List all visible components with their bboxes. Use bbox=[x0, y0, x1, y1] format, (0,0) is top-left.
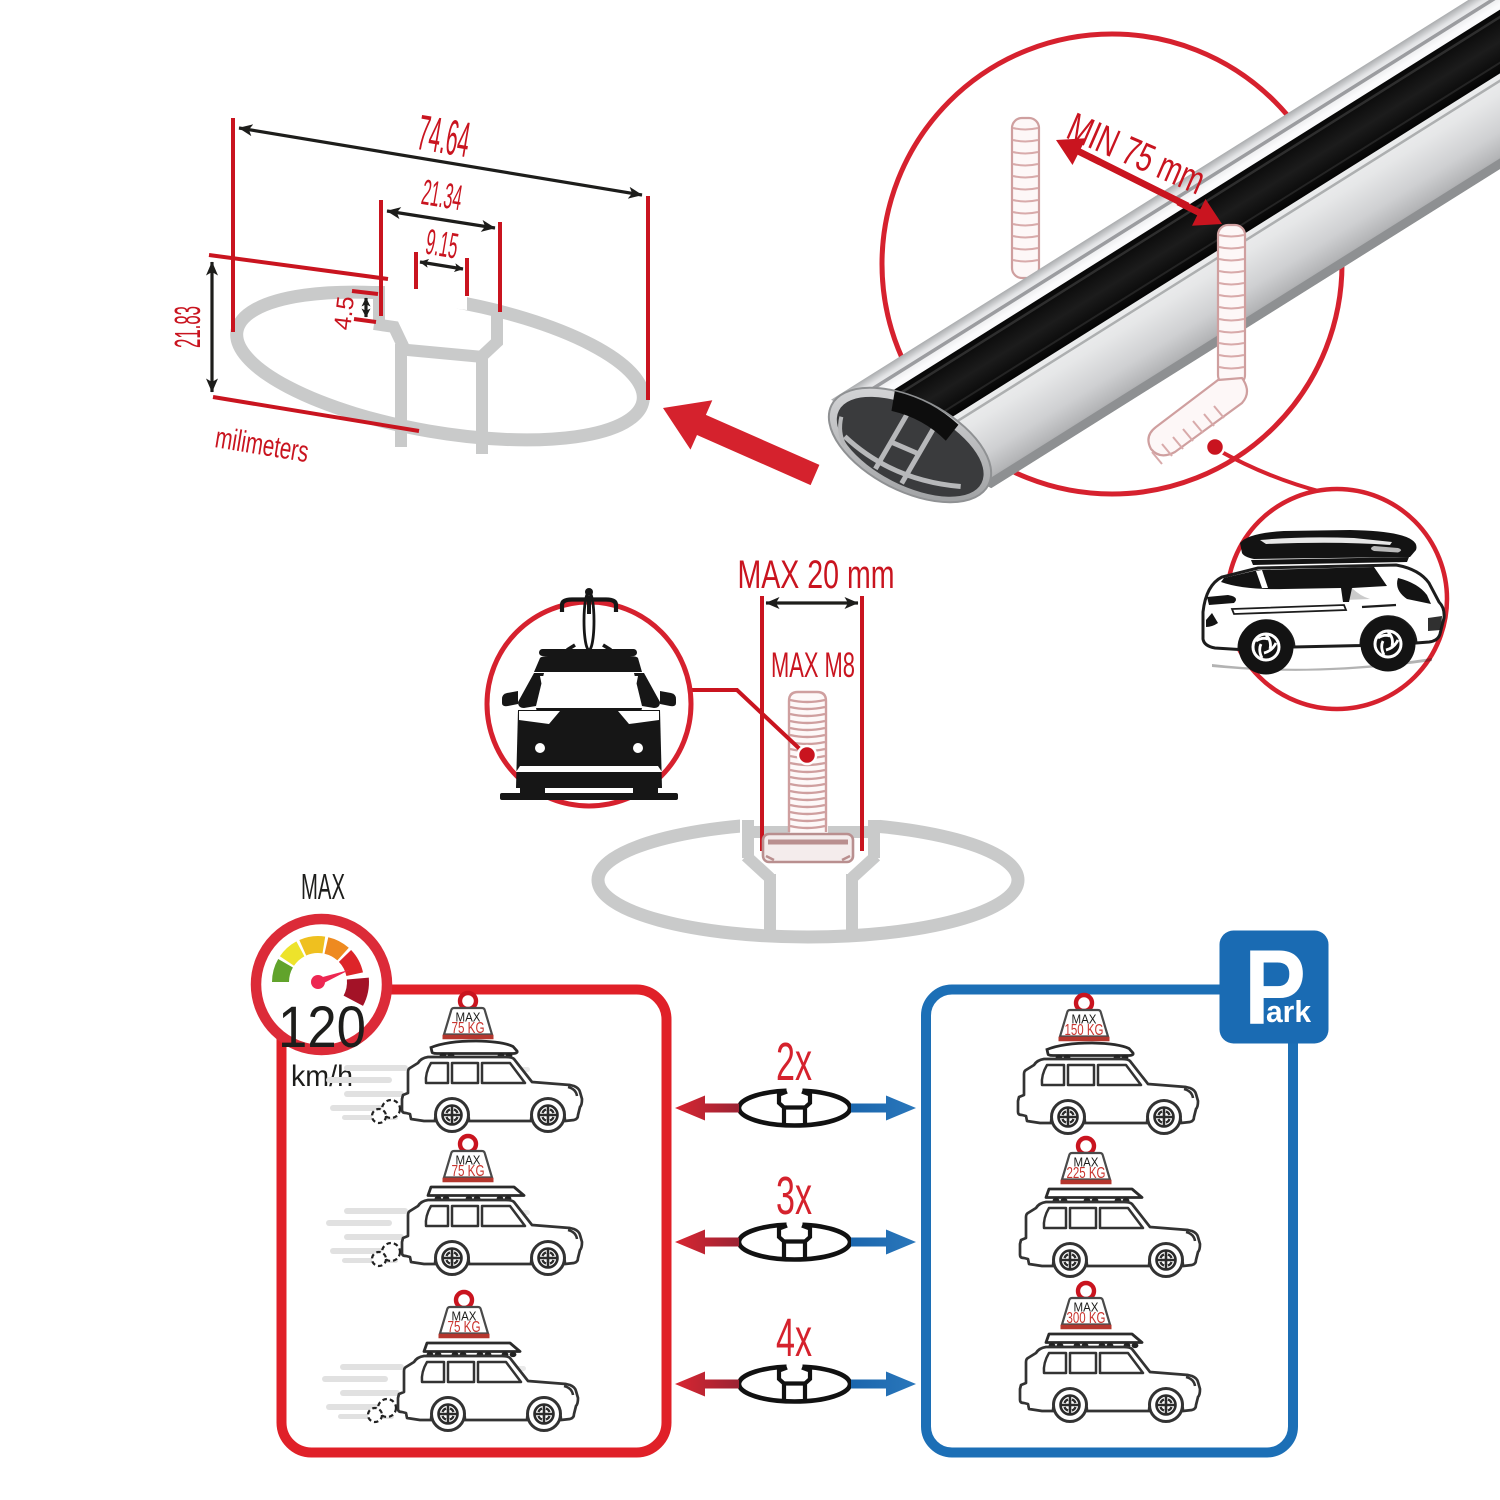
svg-text:2x: 2x bbox=[776, 1032, 812, 1092]
svg-text:MAX: MAX bbox=[456, 1153, 481, 1168]
svg-text:MAX: MAX bbox=[301, 866, 345, 907]
svg-text:MAX: MAX bbox=[1074, 1155, 1099, 1170]
svg-text:3x: 3x bbox=[776, 1166, 812, 1226]
svg-text:MAX 20 mm: MAX 20 mm bbox=[738, 553, 895, 597]
svg-text:MAX M8: MAX M8 bbox=[771, 646, 855, 685]
svg-text:75 KG: 75 KG bbox=[448, 1319, 481, 1336]
svg-text:9.15: 9.15 bbox=[423, 221, 461, 267]
svg-text:MAX: MAX bbox=[452, 1309, 477, 1324]
svg-text:MAX: MAX bbox=[1072, 1012, 1097, 1027]
svg-text:21.83: 21.83 bbox=[167, 306, 208, 348]
svg-text:MIN 75 mm: MIN 75 mm bbox=[1061, 105, 1212, 203]
svg-text:74.64: 74.64 bbox=[414, 104, 475, 168]
svg-text:21.34: 21.34 bbox=[419, 171, 465, 218]
svg-text:km/h: km/h bbox=[291, 1060, 353, 1093]
svg-text:MAX: MAX bbox=[456, 1010, 481, 1025]
svg-text:300 KG: 300 KG bbox=[1067, 1310, 1106, 1327]
svg-text:MAX: MAX bbox=[1074, 1300, 1099, 1315]
svg-text:milimeters: milimeters bbox=[213, 421, 311, 469]
svg-text:P: P bbox=[1244, 927, 1306, 1047]
svg-text:150 KG: 150 KG bbox=[1065, 1022, 1104, 1039]
svg-text:225 KG: 225 KG bbox=[1067, 1165, 1106, 1182]
svg-text:ark: ark bbox=[1266, 994, 1312, 1029]
svg-text:4.5: 4.5 bbox=[329, 295, 360, 332]
svg-text:4x: 4x bbox=[776, 1308, 812, 1368]
svg-text:75 KG: 75 KG bbox=[452, 1020, 485, 1037]
svg-text:120: 120 bbox=[278, 995, 366, 1060]
svg-text:75 KG: 75 KG bbox=[452, 1163, 485, 1180]
